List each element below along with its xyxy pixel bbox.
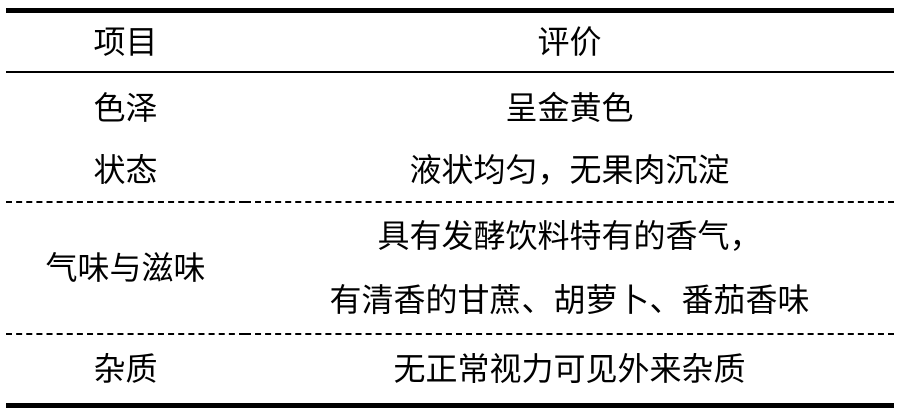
header-evaluation: 评价	[537, 23, 602, 61]
header-item: 项目	[93, 23, 158, 61]
evaluation-line: 无正常视力可见外来杂质	[393, 350, 746, 388]
row-item-impurity: 杂质	[93, 350, 158, 388]
evaluation-line: 呈金黄色	[505, 89, 634, 127]
row-evaluation-impurity: 无正常视力可见外来杂质	[245, 334, 894, 406]
evaluation-line: 有清香的甘蔗、胡萝卜、番茄香味	[329, 281, 810, 319]
table-row: 杂质 无正常视力可见外来杂质	[6, 334, 894, 406]
table-row: 气味与滋味 具有发酵饮料特有的香气， 有清香的甘蔗、胡萝卜、番茄香味	[6, 202, 894, 334]
row-evaluation-color: 呈金黄色	[245, 72, 894, 139]
row-item-smell-taste: 气味与滋味	[45, 249, 206, 287]
row-evaluation-smell-taste: 具有发酵饮料特有的香气， 有清香的甘蔗、胡萝卜、番茄香味	[245, 202, 894, 334]
table-header-row: 项目 评价	[6, 10, 894, 72]
evaluation-line: 液状均匀，无果肉沉淀	[409, 151, 730, 189]
table-row: 状态 液状均匀，无果肉沉淀	[6, 139, 894, 202]
table-row: 色泽 呈金黄色	[6, 72, 894, 139]
row-evaluation-state: 液状均匀，无果肉沉淀	[245, 139, 894, 202]
row-item-state: 状态	[93, 151, 158, 189]
sensory-evaluation-table: 项目 评价 色泽 呈金黄色 状态 液状均匀，无果肉沉淀 气味与滋味 具有发酵饮料…	[6, 8, 894, 408]
evaluation-line: 具有发酵饮料特有的香气，	[377, 217, 762, 255]
row-item-color: 色泽	[93, 89, 158, 127]
